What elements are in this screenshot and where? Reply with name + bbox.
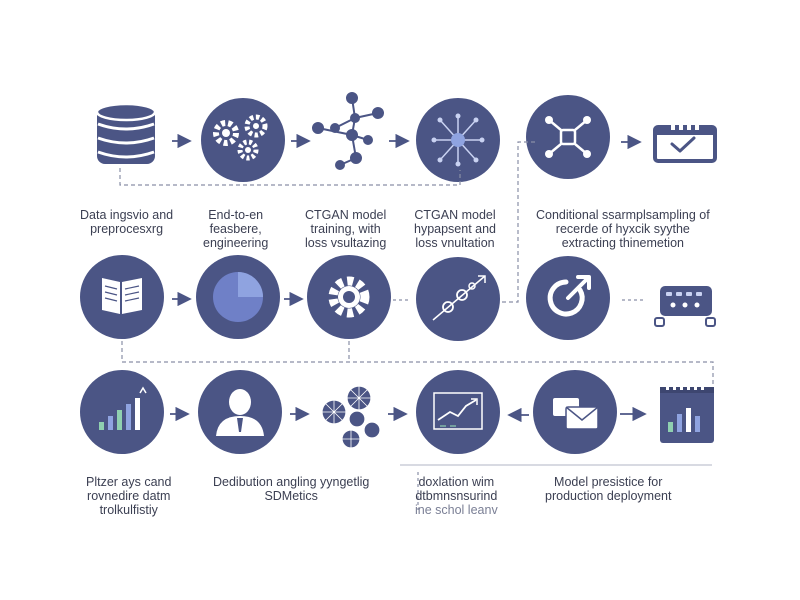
server-device-icon (654, 286, 716, 327)
dashed-connector-row2 (121, 341, 714, 384)
label-row1-step2: End-to-en feasbere, engineering (203, 208, 269, 250)
network-hub-icon (526, 95, 610, 179)
bar-chart-icon (80, 370, 164, 454)
line-chart-board-icon (416, 370, 500, 454)
document-pages-icon (80, 255, 164, 339)
calendar-chart-icon (660, 384, 714, 443)
label-row3-step3: doxlation wim dtbmnsnsurind ine schol le… (415, 475, 498, 517)
label-row3-step1: Pltzer ays cand rovnedire datm trolkulfi… (86, 475, 172, 517)
trend-chart-icon (416, 257, 500, 341)
database-icon (95, 102, 157, 164)
dashed-connector-row1 (119, 168, 461, 186)
hub-network-icon (416, 98, 500, 182)
label-row3-step2: Dedibution angling yyngetlig SDMetics (213, 475, 370, 503)
label-row3-step4: Model presistice for production deployme… (545, 475, 672, 503)
network-graph-icon (312, 92, 384, 170)
label-row1-step4: CTGAN model hypapsent and loss vnultatio… (414, 208, 497, 250)
envelope-chat-icon (533, 370, 617, 454)
refresh-arrow-icon (526, 256, 610, 340)
gear-icon (307, 255, 391, 339)
pie-chart-icon (196, 255, 280, 339)
label-row1-step5: Conditional ssarmplsampling of recerde o… (536, 208, 710, 250)
label-row1-step3: CTGAN model training, with loss vsultazi… (305, 208, 387, 250)
dashed-connector-up (502, 141, 535, 303)
checklist-card-icon (653, 125, 717, 163)
hexagon-cluster-icon (321, 385, 381, 449)
gears-icon (201, 98, 285, 182)
person-avatar-icon (198, 370, 282, 454)
label-row1-step1: Data ingsvio and preprocesxrg (80, 208, 174, 236)
